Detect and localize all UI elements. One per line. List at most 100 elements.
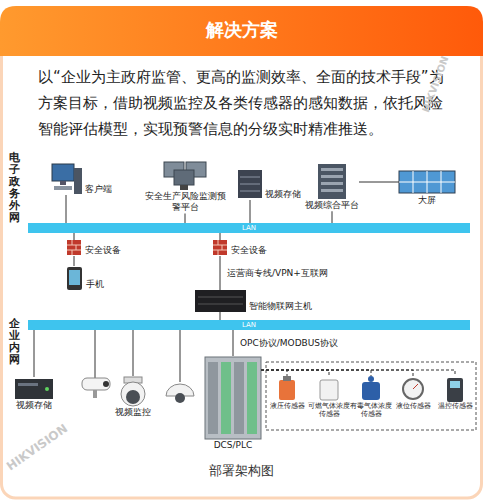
firewall-icon bbox=[67, 240, 227, 255]
icon-slot bbox=[238, 170, 262, 200]
connector bbox=[220, 233, 221, 240]
shape-rect bbox=[52, 164, 74, 181]
shape-line bbox=[413, 384, 418, 389]
shape-rect bbox=[238, 170, 262, 198]
icon-slot bbox=[212, 240, 228, 256]
icon-slot bbox=[52, 163, 82, 195]
icon-slot bbox=[205, 356, 261, 440]
connector bbox=[332, 211, 333, 223]
node-label: 视频监控 bbox=[115, 407, 151, 418]
device-node: 视频监控 bbox=[115, 376, 151, 418]
sensor-icons bbox=[279, 376, 463, 402]
connector bbox=[261, 370, 371, 376]
shape-path bbox=[0, 6, 483, 56]
screen-icon bbox=[399, 171, 455, 193]
shape-line bbox=[240, 177, 260, 178]
gateway-icon bbox=[195, 290, 246, 312]
node-label: 安全设备 bbox=[231, 245, 267, 256]
zone-label: 企业内网 bbox=[9, 318, 20, 366]
node-label: 智能物联网主机 bbox=[249, 301, 312, 312]
connector bbox=[185, 214, 186, 224]
shape-rect bbox=[447, 378, 463, 402]
sensor-node: 液位传感器 bbox=[392, 376, 434, 410]
shape-line bbox=[95, 330, 96, 378]
node-label: 手机 bbox=[86, 279, 104, 290]
icon-slot bbox=[441, 376, 469, 402]
shape-rect bbox=[174, 170, 194, 185]
shape-rect bbox=[54, 186, 72, 190]
connector bbox=[220, 256, 221, 290]
plc-icon bbox=[205, 357, 261, 439]
icon-slot bbox=[160, 160, 210, 191]
shape-rect bbox=[279, 380, 295, 400]
shape-line bbox=[198, 304, 243, 305]
shape-rect bbox=[180, 185, 188, 190]
node-label: 安全设备 bbox=[85, 245, 121, 256]
connector bbox=[66, 195, 67, 223]
icon-slot bbox=[120, 376, 146, 407]
device-node: 视频存储 bbox=[238, 170, 301, 200]
connector bbox=[133, 330, 134, 376]
shape-rect bbox=[82, 378, 110, 390]
edge-label: OPC协议/MODBUS协议 bbox=[239, 337, 339, 350]
camera-icons bbox=[82, 330, 194, 406]
shape-rect bbox=[321, 168, 343, 171]
storage-icon bbox=[238, 170, 262, 198]
connector bbox=[233, 330, 234, 356]
icon-slot bbox=[399, 170, 455, 195]
shape-rect bbox=[67, 240, 81, 255]
watermark: HIKVISION bbox=[4, 421, 70, 473]
device-node: 智能物联网主机 bbox=[195, 290, 312, 312]
shape-line bbox=[399, 182, 455, 183]
shape-rect bbox=[362, 382, 380, 400]
shape-rect bbox=[195, 290, 246, 312]
connector bbox=[261, 370, 455, 376]
intro-text: 以“企业为主政府监管、更高的监测效率、全面的技术手段”为方案目标，借助视频监控及… bbox=[38, 64, 450, 142]
shape-rect bbox=[74, 168, 82, 194]
shape-rect bbox=[321, 175, 343, 178]
connector bbox=[74, 256, 75, 266]
shape-rect bbox=[205, 357, 261, 439]
shape-rect bbox=[208, 362, 218, 434]
shape-rect bbox=[321, 182, 343, 185]
node-label: 大屏 bbox=[418, 195, 436, 206]
shape-rect bbox=[247, 362, 257, 434]
shape-rect bbox=[321, 189, 343, 192]
shape-rect bbox=[2, 20, 482, 498]
node-label: 视频综合平台 bbox=[305, 200, 359, 211]
zone-label: 电子政务外网 bbox=[9, 152, 20, 225]
shape-rect bbox=[60, 181, 66, 185]
node-label: 液压传感器 bbox=[266, 402, 308, 410]
lan-bar: LAN bbox=[28, 320, 470, 330]
shape-rect bbox=[221, 362, 231, 434]
node-label: 液位传感器 bbox=[392, 402, 434, 410]
device-node: 安全设备 bbox=[66, 240, 121, 256]
connector bbox=[220, 312, 221, 320]
node-label: 温控传感器 bbox=[434, 402, 476, 410]
device-node: 视频综合平台 bbox=[305, 163, 359, 211]
icon-slot bbox=[399, 376, 427, 402]
shape-rect bbox=[234, 362, 244, 434]
device-node: DCS/PLC bbox=[205, 356, 261, 451]
icon-slot bbox=[273, 376, 301, 402]
node-label: 客户端 bbox=[85, 184, 112, 195]
icon-slot bbox=[315, 376, 343, 402]
shape-rect bbox=[67, 267, 82, 290]
device-node: 安全生产风险监测预警平台 bbox=[144, 160, 226, 214]
device-node: 大屏 bbox=[399, 170, 455, 206]
sensor-node: 液压传感器 bbox=[266, 376, 308, 410]
connector bbox=[261, 370, 413, 376]
connector bbox=[359, 182, 399, 183]
node-label: 有毒气体浓度传感器 bbox=[350, 402, 392, 419]
connector bbox=[74, 233, 75, 240]
node-label: 视频存储 bbox=[16, 400, 52, 411]
shape-rect bbox=[399, 171, 455, 193]
phone-icon bbox=[67, 267, 82, 290]
platform-icon bbox=[164, 162, 206, 190]
shape-rect bbox=[213, 240, 227, 255]
node-label: LAN bbox=[242, 321, 256, 330]
shape-line bbox=[198, 297, 243, 298]
shape-rect bbox=[318, 164, 346, 199]
